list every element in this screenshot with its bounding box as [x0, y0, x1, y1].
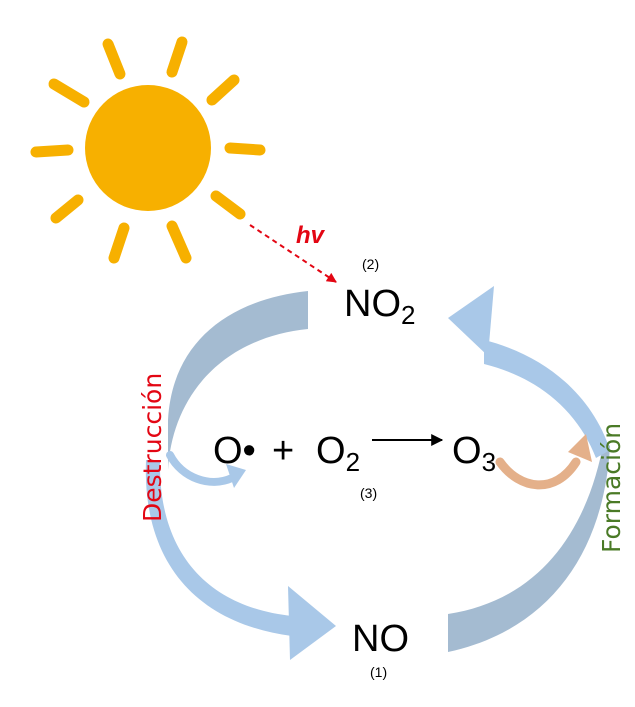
no2-label: NO2 [344, 283, 415, 330]
reaction-index-3: (3) [360, 485, 377, 501]
formation-upper-arrow [448, 286, 610, 458]
photon-arrow [249, 224, 337, 283]
o2-label: O2 [316, 430, 360, 477]
small-blue-arrow [166, 451, 246, 488]
o-radical-label: O• [213, 430, 256, 472]
no-label: NO [352, 618, 409, 660]
o2-subscript: 2 [346, 447, 360, 477]
destruction-lower-arrow [145, 460, 336, 660]
reaction-index-2: (2) [362, 256, 379, 272]
o3-label: O3 [452, 430, 496, 477]
no2-subscript: 2 [401, 300, 415, 330]
plus-sign: + [272, 430, 294, 472]
destruction-upper-arrow [168, 291, 308, 470]
o3-subscript: 3 [482, 447, 496, 477]
formation-label: Formación [597, 423, 626, 553]
reaction-index-1: (1) [370, 664, 387, 680]
peach-arrow [495, 434, 592, 490]
destruction-label: Destrucción [138, 373, 167, 522]
formation-lower-arrow [448, 440, 610, 652]
sun-icon [30, 36, 266, 264]
photon-label: hv [296, 222, 326, 249]
